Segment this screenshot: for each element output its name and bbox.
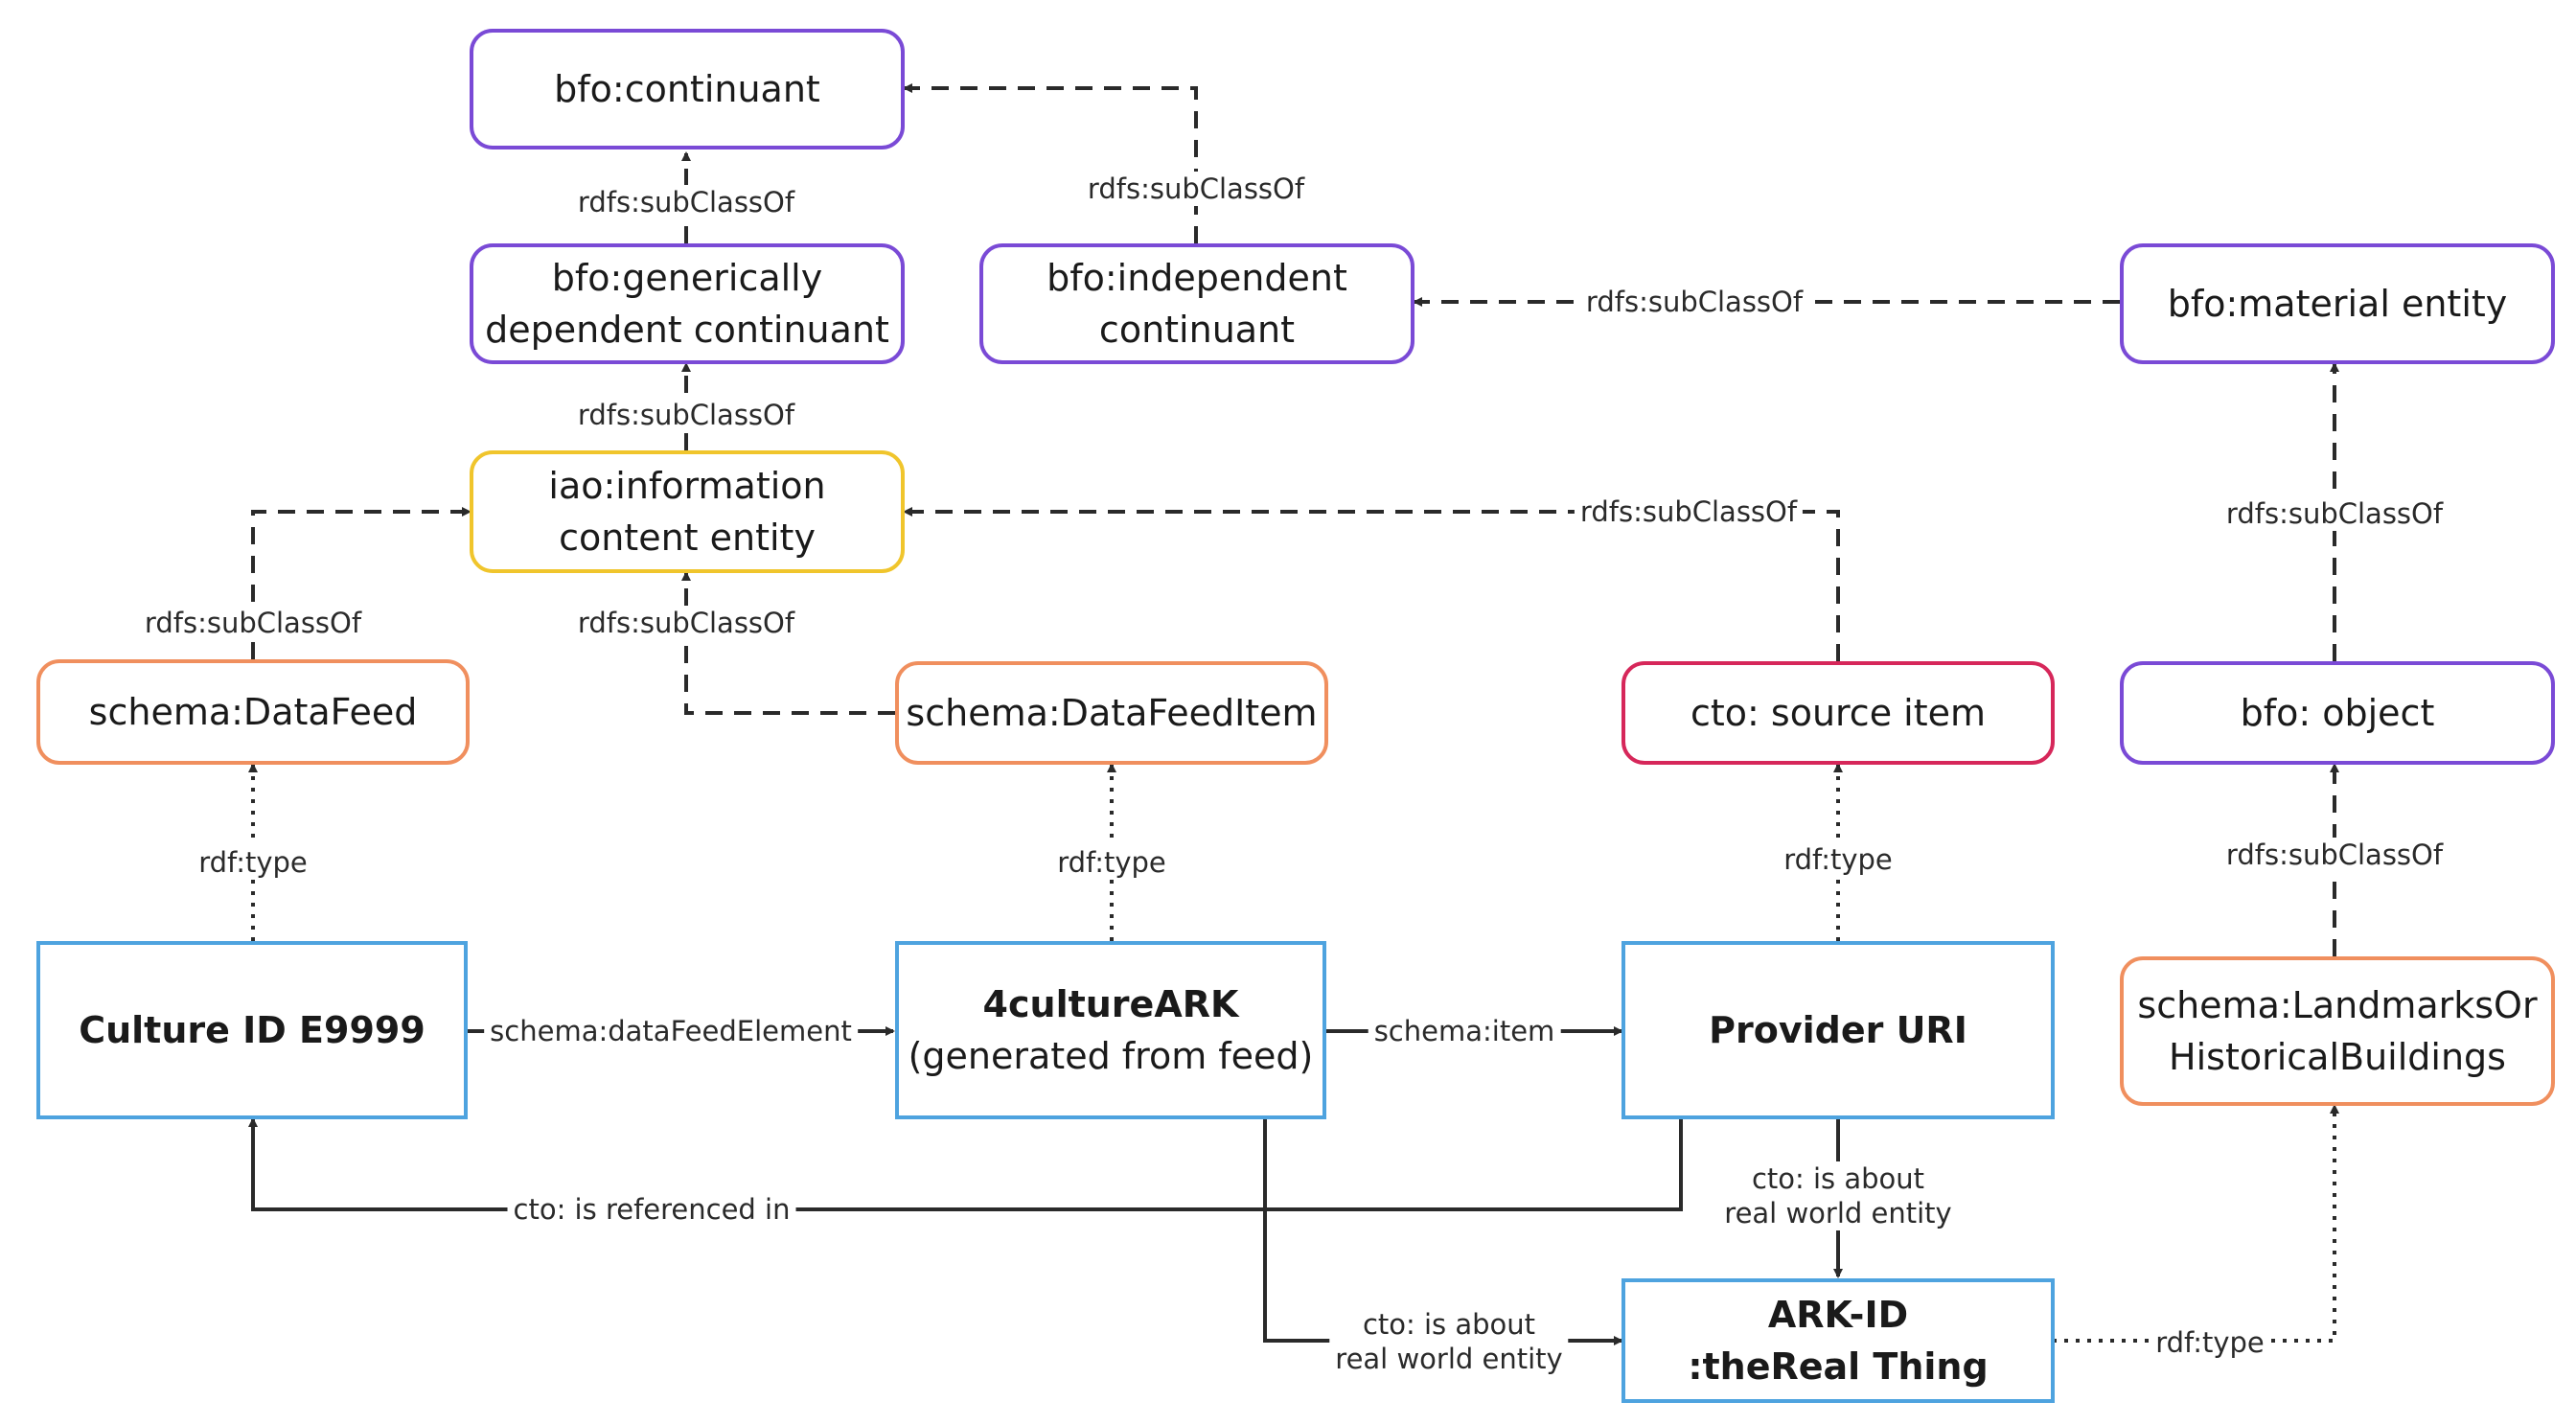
label-arkid-type: rdf:type xyxy=(2150,1325,2270,1360)
label-landmarks-object: rdfs:subClassOf xyxy=(2220,838,2450,872)
label-object-material: rdfs:subClassOf xyxy=(2220,496,2450,531)
node-4cultureark-title: 4cultureARK xyxy=(982,983,1239,1025)
node-4cultureark-subtitle: (generated from feed) xyxy=(908,1035,1314,1077)
node-schema-landmarks[interactable]: schema:LandmarksOr HistoricalBuildings xyxy=(2120,956,2555,1106)
edge-referenced-in xyxy=(248,1117,1683,1211)
label-provider-about: cto: is about real world entity xyxy=(1718,1161,1958,1230)
label-independent-continuant: rdfs:subClassOf xyxy=(1081,172,1311,206)
node-iao-information-content-entity[interactable]: iao:information content entity xyxy=(470,450,905,573)
edge-datafeeditem-ice xyxy=(681,571,895,715)
label-sourceitem-ice: rdfs:subClassOf xyxy=(1574,494,1804,529)
label-datafeeditem-ice: rdfs:subClassOf xyxy=(571,606,801,640)
node-schema-datafeed[interactable]: schema:DataFeed xyxy=(36,659,470,765)
label-material-independent: rdfs:subClassOf xyxy=(1579,285,1809,319)
edge-sourceitem-ice xyxy=(903,507,1840,661)
label-item: schema:item xyxy=(1368,1014,1561,1048)
edge-arkid-type xyxy=(2053,1104,2339,1343)
node-bfo-independent-continuant[interactable]: bfo:independent continuant xyxy=(979,243,1414,364)
node-4cultureark[interactable]: 4cultureARK (generated from feed) xyxy=(895,941,1326,1119)
node-cto-source-item[interactable]: cto: source item xyxy=(1622,661,2055,765)
node-culture-id[interactable]: Culture ID E9999 xyxy=(36,941,468,1119)
node-ark-id[interactable]: ARK-ID :theReal Thing xyxy=(1622,1278,2055,1403)
node-bfo-generically-dependent-continuant[interactable]: bfo:generically dependent continuant xyxy=(470,243,905,364)
label-datafeed-element: schema:dataFeedElement xyxy=(484,1014,858,1048)
label-ark-type: rdf:type xyxy=(1051,845,1172,880)
edge-datafeed-ice xyxy=(251,507,472,659)
node-bfo-continuant[interactable]: bfo:continuant xyxy=(470,29,905,149)
edge-independent-continuant xyxy=(903,83,1198,243)
node-provider-uri[interactable]: Provider URI xyxy=(1622,941,2055,1119)
node-schema-datafeeditem[interactable]: schema:DataFeedItem xyxy=(895,661,1328,765)
label-culture-type: rdf:type xyxy=(193,845,313,880)
label-datafeed-ice: rdfs:subClassOf xyxy=(138,606,368,640)
node-bfo-material-entity[interactable]: bfo:material entity xyxy=(2120,243,2555,364)
label-gdc-continuant: rdfs:subClassOf xyxy=(571,185,801,219)
label-referenced-in: cto: is referenced in xyxy=(507,1192,796,1227)
label-provider-type: rdf:type xyxy=(1778,842,1898,877)
label-ice-gdc: rdfs:subClassOf xyxy=(571,398,801,432)
label-ark-about: cto: is about real world entity xyxy=(1329,1307,1569,1376)
node-bfo-object[interactable]: bfo: object xyxy=(2120,661,2555,765)
